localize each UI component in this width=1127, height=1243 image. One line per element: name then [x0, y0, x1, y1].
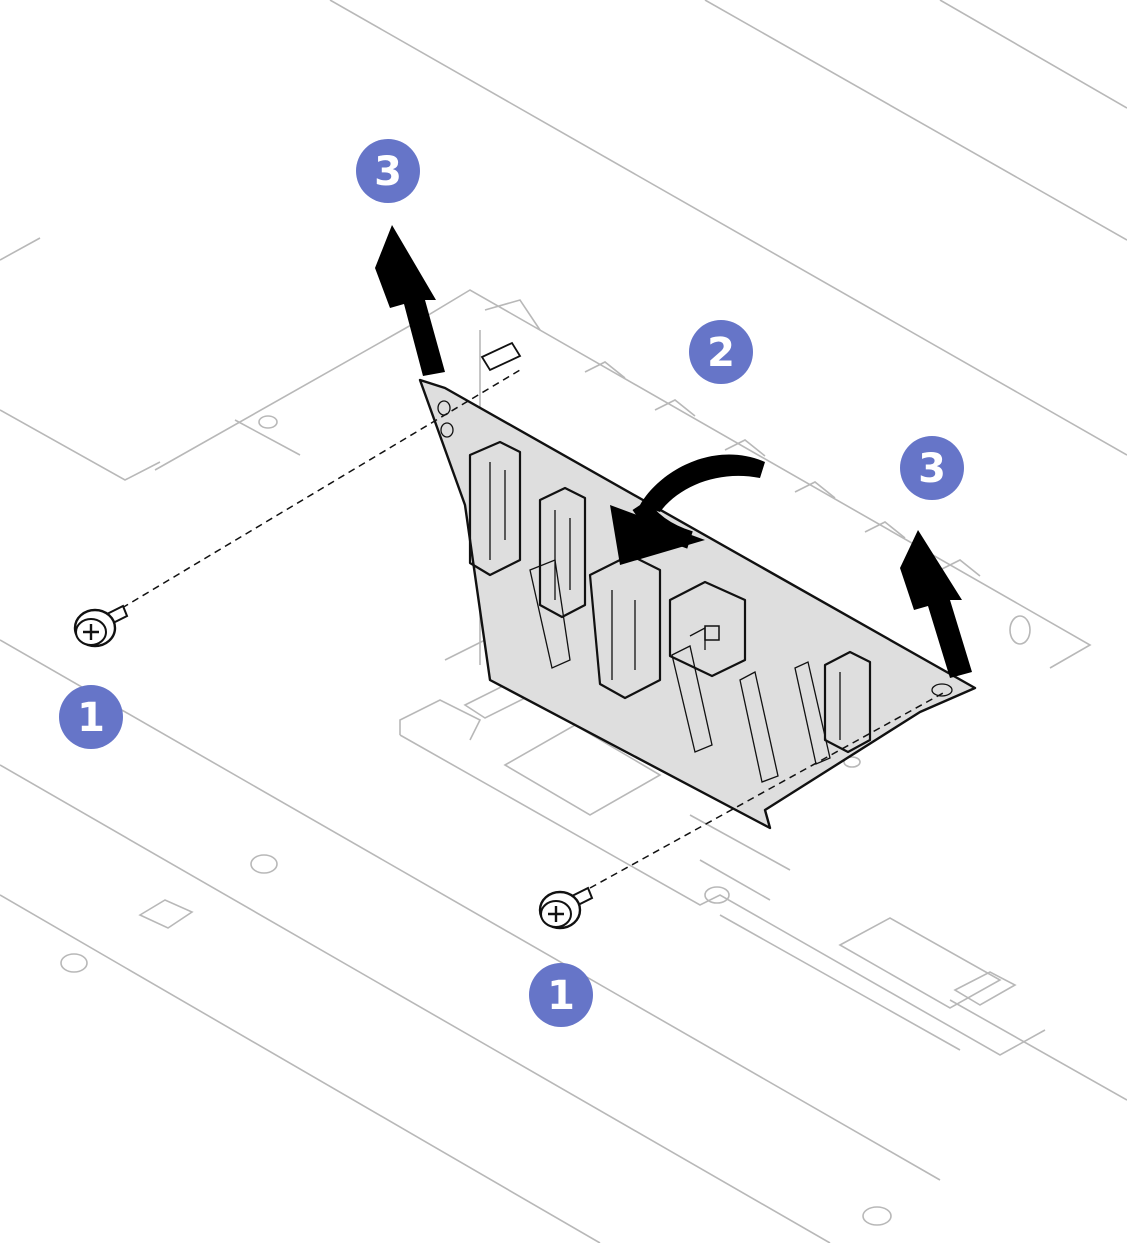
step-badge-label: 1: [77, 695, 105, 741]
up-arrow-icon: [375, 225, 445, 376]
step-badge-label: 3: [374, 149, 402, 195]
screw-icon: [538, 886, 594, 930]
step-badge-3-left: 3: [356, 139, 420, 203]
step-badge-2: 2: [689, 320, 753, 384]
up-arrow-icon: [900, 530, 972, 678]
step-badge-1-bottom: 1: [529, 963, 593, 1027]
step-badge-label: 3: [918, 446, 946, 492]
step-badge-label: 2: [707, 330, 735, 376]
step-badge-label: 1: [547, 973, 575, 1019]
curved-arrow-icon: [610, 454, 765, 565]
step-badge-1-left: 1: [59, 685, 123, 749]
screw-guide-lines: [121, 369, 946, 889]
screw-icon: [73, 604, 129, 648]
step-badge-3-right: 3: [900, 436, 964, 500]
backplane-icon: [418, 341, 977, 830]
